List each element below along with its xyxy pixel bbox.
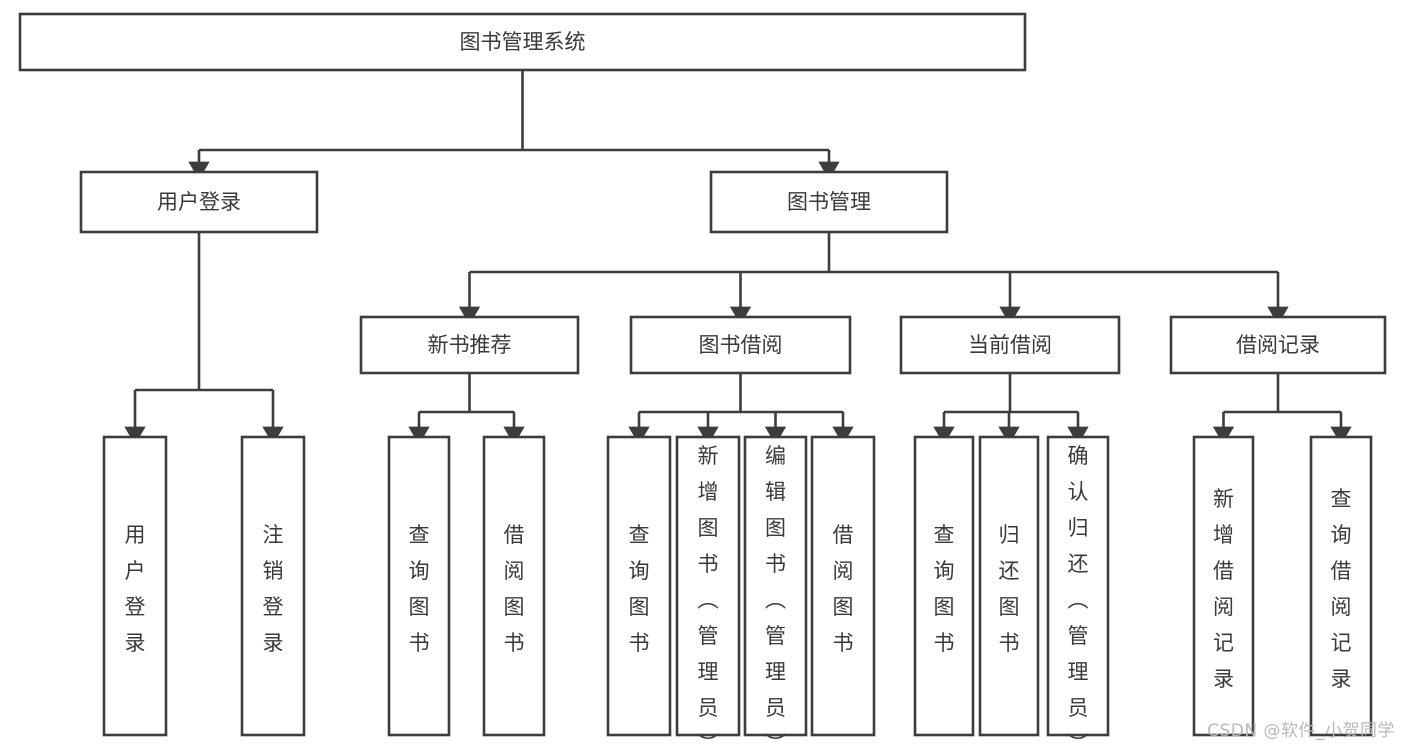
nodes-layer: 图书管理系统用户登录图书管理新书推荐图书借阅当前借阅借阅记录用户登录注销登录查询…: [18, 12, 1387, 747]
root-system-label: 图书管理系统: [460, 30, 586, 54]
connector-level3-2-to-leaves: [933, 373, 1089, 445]
level2-node-1[interactable]: 图书管理: [709, 170, 949, 234]
level3-node-2[interactable]: 当前借阅: [899, 315, 1121, 375]
leaf-node-9-label: 归还图书: [999, 523, 1020, 655]
leaf-node-2-label: 查询图书: [409, 523, 430, 655]
connector-root-to-level2: [188, 70, 840, 180]
leaf-node-4-box[interactable]: [606, 435, 672, 737]
root-system[interactable]: 图书管理系统: [18, 12, 1027, 72]
leaf-node-1-box[interactable]: [240, 435, 306, 737]
connector-bookmgmt-to-level3: [458, 232, 1289, 325]
leaf-node-4[interactable]: 查询图书: [606, 435, 672, 737]
level2-node-0-box[interactable]: [79, 170, 319, 234]
level3-node-3-label: 借阅记录: [1236, 333, 1320, 357]
level3-node-2-label: 当前借阅: [968, 333, 1052, 357]
leaf-node-10[interactable]: 确认归还︵管理员︶: [1046, 435, 1110, 747]
leaf-node-8[interactable]: 查询图书: [913, 435, 975, 737]
leaf-node-5-box[interactable]: [675, 435, 741, 737]
level3-node-1[interactable]: 图书借阅: [629, 315, 852, 375]
leaf-node-11[interactable]: 新增借阅记录: [1192, 435, 1255, 737]
leaf-node-12-box[interactable]: [1309, 435, 1373, 737]
connector-level3-3-to-leaves: [1212, 373, 1352, 445]
connector-level3-1-to-leaves: [628, 373, 854, 445]
leaf-node-12-label: 查询借阅记录: [1331, 487, 1352, 691]
level3-node-1-box[interactable]: [629, 315, 852, 375]
leaf-node-10-box[interactable]: [1046, 435, 1110, 737]
leaf-node-0-box[interactable]: [102, 435, 168, 737]
leaf-node-2[interactable]: 查询图书: [387, 435, 451, 737]
leaf-node-11-box[interactable]: [1192, 435, 1255, 737]
leaf-node-6[interactable]: 编辑图书︵管理员︶: [743, 435, 808, 747]
root-system-box[interactable]: [18, 12, 1027, 72]
leaf-node-1[interactable]: 注销登录: [240, 435, 306, 737]
leaf-node-7-label: 借阅图书: [833, 523, 854, 655]
leaf-node-3-label: 借阅图书: [504, 523, 525, 655]
level3-node-3[interactable]: 借阅记录: [1169, 315, 1387, 375]
leaf-node-5-label: 新增图书︵管理员︶: [698, 444, 719, 747]
level2-node-0[interactable]: 用户登录: [79, 170, 319, 234]
leaf-node-8-box[interactable]: [913, 435, 975, 737]
leaf-node-11-label: 新增借阅记录: [1213, 487, 1234, 691]
leaf-node-6-label: 编辑图书︵管理员︶: [765, 444, 786, 747]
connectors-layer: [124, 70, 1352, 445]
leaf-node-9[interactable]: 归还图书: [978, 435, 1040, 737]
leaf-node-0-label: 用户登录: [125, 523, 146, 655]
leaf-node-8-label: 查询图书: [934, 523, 955, 655]
leaf-node-12[interactable]: 查询借阅记录: [1309, 435, 1373, 737]
leaf-node-2-box[interactable]: [387, 435, 451, 737]
level3-node-0-label: 新书推荐: [428, 333, 512, 357]
level3-node-0[interactable]: 新书推荐: [359, 315, 580, 375]
level3-node-2-box[interactable]: [899, 315, 1121, 375]
leaf-node-7-box[interactable]: [810, 435, 876, 737]
leaf-node-1-label: 注销登录: [263, 523, 284, 655]
leaf-node-4-label: 查询图书: [629, 523, 650, 655]
leaf-node-3[interactable]: 借阅图书: [482, 435, 546, 737]
level3-node-0-box[interactable]: [359, 315, 580, 375]
level2-node-0-label: 用户登录: [157, 190, 241, 214]
leaf-node-5[interactable]: 新增图书︵管理员︶: [675, 435, 741, 747]
leaf-node-0[interactable]: 用户登录: [102, 435, 168, 737]
leaf-node-9-box[interactable]: [978, 435, 1040, 737]
level3-node-3-box[interactable]: [1169, 315, 1387, 375]
leaf-node-3-box[interactable]: [482, 435, 546, 737]
leaf-node-6-box[interactable]: [743, 435, 808, 737]
level2-node-1-label: 图书管理: [787, 190, 871, 214]
level2-node-1-box[interactable]: [709, 170, 949, 234]
connector-userlogin-to-leaves: [124, 232, 284, 445]
leaf-node-10-label: 确认归还︵管理员︶: [1068, 444, 1089, 747]
leaf-node-7[interactable]: 借阅图书: [810, 435, 876, 737]
level3-node-1-label: 图书借阅: [699, 333, 783, 357]
connector-level3-0-to-leaves: [408, 373, 525, 445]
